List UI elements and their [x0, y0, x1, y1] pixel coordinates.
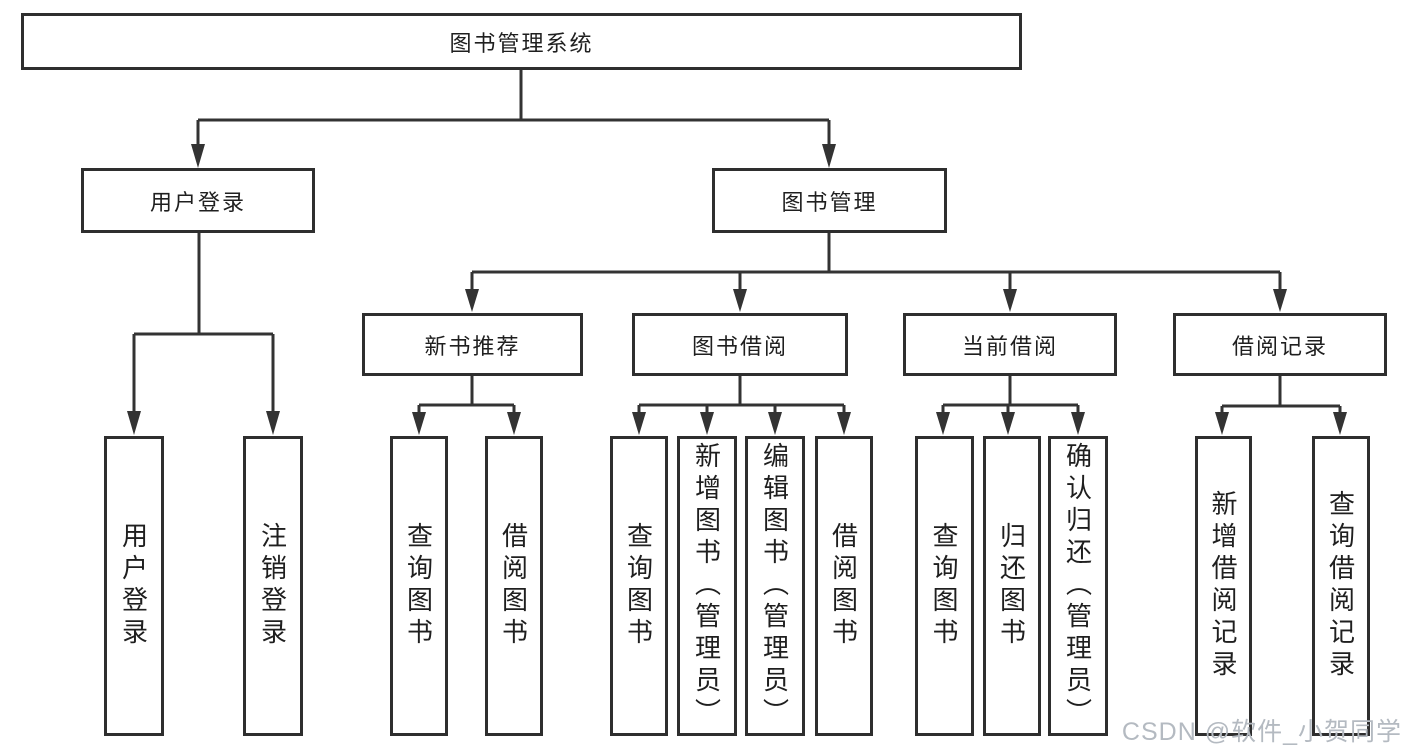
- leaf-label: 新增借阅记录: [1208, 490, 1238, 682]
- leaf-edit-books-admin: 编辑图书（管理员）: [745, 436, 805, 736]
- leaf-label: 确认归还（管理员）: [1062, 442, 1093, 730]
- leaf-label: 借阅图书: [828, 522, 859, 650]
- leaf-add-borrow-record: 新增借阅记录: [1195, 436, 1252, 736]
- leaf-query-books-1: 查询图书: [390, 436, 448, 736]
- node-book-borrow: 图书借阅: [632, 313, 848, 376]
- node-new-book-recommend: 新书推荐: [362, 313, 583, 376]
- watermark: CSDN @软件_小贺同学: [1121, 718, 1402, 746]
- node-book-management: 图书管理: [712, 168, 947, 233]
- leaf-label: 查询图书: [403, 522, 434, 650]
- leaf-label: 编辑图书（管理员）: [759, 442, 790, 730]
- leaf-logout: 注销登录: [243, 436, 303, 736]
- leaf-label: 查询图书: [623, 522, 654, 650]
- leaf-borrow-books-2: 借阅图书: [815, 436, 873, 736]
- node-user-login: 用户登录: [81, 168, 315, 233]
- node-root: 图书管理系统: [21, 13, 1022, 70]
- node-borrow-records: 借阅记录: [1173, 313, 1387, 376]
- leaf-label: 归还图书: [996, 522, 1027, 650]
- leaf-add-books-admin: 新增图书（管理员）: [677, 436, 737, 736]
- leaf-label: 注销登录: [257, 522, 288, 650]
- leaf-return-books: 归还图书: [983, 436, 1041, 736]
- leaf-confirm-return-admin: 确认归还（管理员）: [1048, 436, 1108, 736]
- node-current-borrow: 当前借阅: [903, 313, 1117, 376]
- leaf-label: 查询图书: [929, 522, 959, 650]
- leaf-user-login: 用户登录: [104, 436, 164, 736]
- leaf-borrow-books-1: 借阅图书: [485, 436, 543, 736]
- leaf-query-books-3: 查询图书: [915, 436, 974, 736]
- leaf-query-books-2: 查询图书: [610, 436, 668, 736]
- leaf-query-borrow-record: 查询借阅记录: [1312, 436, 1370, 736]
- leaf-label: 借阅图书: [498, 522, 529, 650]
- leaf-label: 用户登录: [118, 522, 149, 650]
- leaf-label: 新增图书（管理员）: [691, 442, 722, 730]
- leaf-label: 查询借阅记录: [1325, 490, 1356, 682]
